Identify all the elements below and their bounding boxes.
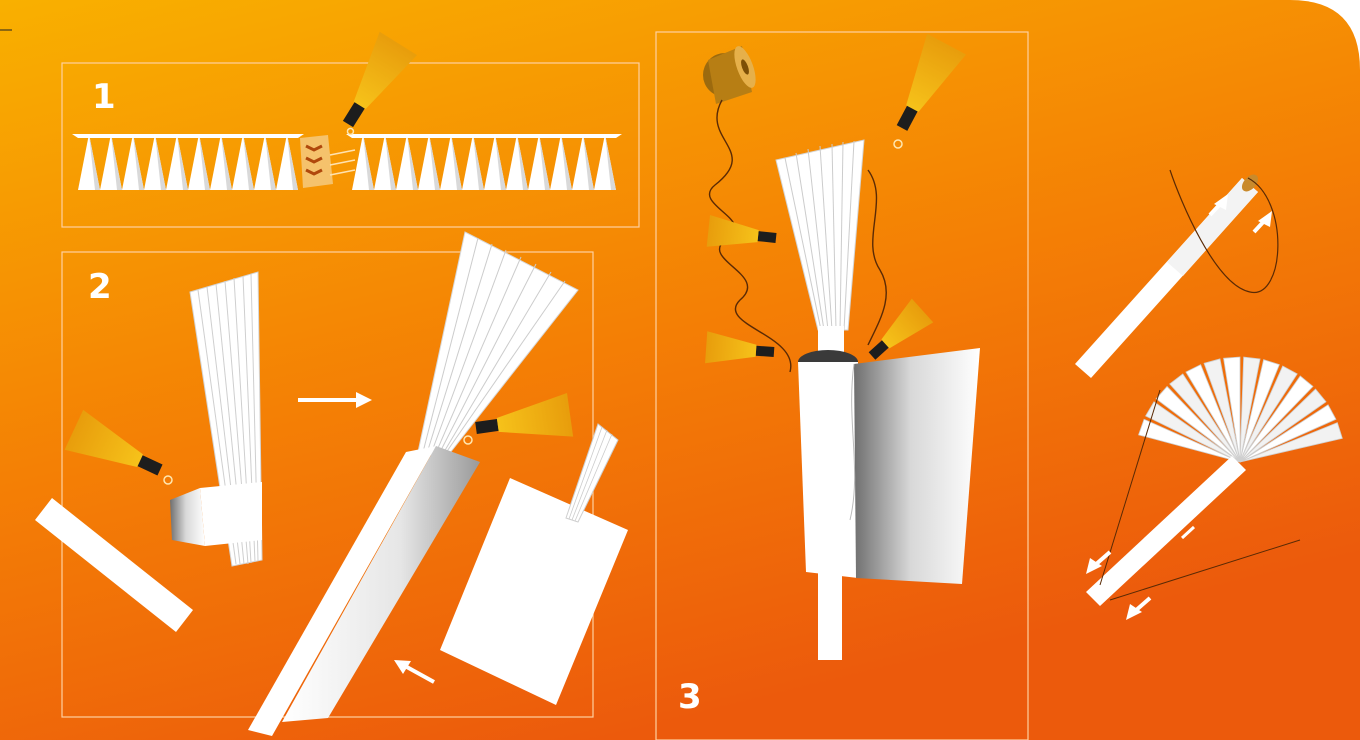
pleat-edge <box>72 134 304 138</box>
step-3-tube <box>798 362 858 578</box>
step-1-number: 1 <box>92 77 116 117</box>
step-3-sheet <box>854 348 980 584</box>
step-2-number: 2 <box>88 267 112 307</box>
step-3-number: 3 <box>678 677 702 717</box>
pleat-edge <box>346 134 622 138</box>
